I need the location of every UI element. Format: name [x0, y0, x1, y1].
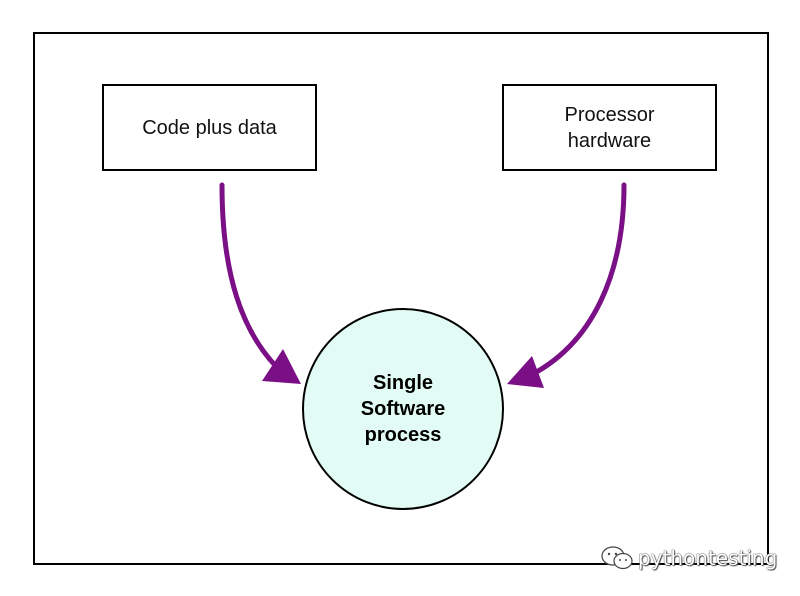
node-processor-hardware-line-2: hardware: [567, 129, 652, 152]
node-target-line-2: Software: [360, 398, 446, 420]
node-processor-hardware-line-1: Processor: [564, 103, 655, 126]
watermark: pythontesting: [600, 542, 777, 574]
node-target-line-3: process: [364, 424, 442, 446]
wechat-icon: [601, 546, 633, 570]
watermark-text: pythontesting: [638, 546, 778, 570]
arrow-right-head: [507, 356, 544, 388]
arrow-right-shaft: [522, 182, 627, 381]
node-single-software-process: Single Software process: [302, 308, 504, 510]
arrow-left-head: [262, 349, 301, 384]
node-processor-hardware: Processor hardware: [502, 84, 717, 171]
node-code-plus-data: Code plus data: [102, 84, 317, 171]
arrow-left-shaft: [219, 182, 288, 378]
diagram-frame: [33, 32, 769, 565]
node-code-plus-data-label: Code plus data: [142, 116, 277, 139]
node-target-line-1: Single: [372, 372, 433, 394]
